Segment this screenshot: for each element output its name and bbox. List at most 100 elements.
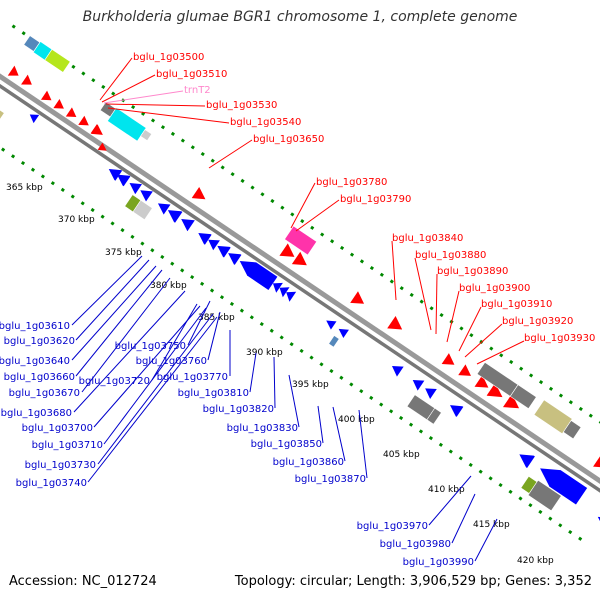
kbp-tick-label: 365 kbp — [6, 183, 43, 193]
reverse-gene-arrow — [228, 253, 242, 265]
cog-block — [533, 399, 573, 435]
forward-gene-arrow — [502, 393, 520, 409]
bottom-gene-label: bglu_1g03720 — [79, 376, 150, 387]
reverse-gene-arrow — [29, 114, 40, 124]
forward-gene-arrow — [191, 187, 206, 200]
label-connector — [332, 406, 346, 462]
reverse-gene-arrow — [279, 287, 290, 298]
bottom-gene-label: bglu_1g03620 — [4, 336, 75, 347]
label-connector — [97, 313, 214, 465]
forward-gene-arrow — [350, 291, 365, 304]
forward-gene-arrow — [474, 375, 489, 388]
label-connector — [71, 255, 143, 326]
label-connector — [151, 303, 198, 381]
cog-block — [140, 129, 153, 142]
bottom-gene-label: bglu_1g03770 — [157, 372, 228, 383]
bottom-gene-label: bglu_1g03710 — [32, 440, 103, 451]
reverse-gene-arrow — [198, 233, 212, 245]
kbp-tick-label: 375 kbp — [105, 248, 142, 258]
reverse-gene-arrow — [425, 388, 437, 399]
label-connector — [208, 139, 253, 169]
cog-block — [0, 109, 5, 120]
reverse-gene-arrow — [239, 260, 278, 290]
top-gene-label: bglu_1g03840 — [392, 233, 463, 244]
label-connector — [99, 57, 133, 101]
reverse-gene-arrow — [540, 468, 588, 505]
label-connector — [317, 405, 324, 444]
label-connector — [73, 290, 186, 413]
forward-gene-arrow — [387, 316, 403, 330]
kbp-tick-label: 420 kbp — [517, 556, 554, 566]
forward-gene-arrow — [291, 251, 307, 266]
label-connector — [101, 74, 156, 103]
label-connector — [464, 323, 503, 358]
label-connector — [87, 316, 218, 483]
bottom-gene-label: bglu_1g03820 — [203, 404, 274, 415]
bottom-gene-label: bglu_1g03750 — [115, 341, 186, 352]
forward-gene-arrow — [78, 115, 89, 126]
label-connector — [249, 352, 257, 393]
forward-gene-arrow — [40, 90, 52, 101]
reverse-gene-arrow — [157, 203, 171, 215]
bottom-gene-label: bglu_1g03700 — [22, 423, 93, 434]
kbp-tick-label: 370 kbp — [58, 215, 95, 225]
bottom-gene-label: bglu_1g03660 — [4, 372, 75, 383]
feature-layer — [0, 35, 600, 522]
reverse-gene-arrow — [286, 291, 297, 302]
label-connector — [75, 259, 150, 341]
backbone-line — [0, 73, 600, 484]
bottom-gene-label: bglu_1g03640 — [0, 356, 70, 367]
forward-gene-arrow — [53, 99, 64, 109]
cog-block — [284, 225, 318, 256]
top-gene-label: bglu_1g03920 — [502, 316, 573, 327]
label-connector — [273, 356, 276, 409]
label-connector — [207, 311, 221, 361]
kbp-tick-label: 380 kbp — [150, 281, 187, 291]
forward-gene-arrow — [486, 383, 503, 398]
top-gene-label: bglu_1g03540 — [230, 117, 301, 128]
backbone-line — [0, 83, 600, 493]
bottom-gene-label: bglu_1g03830 — [227, 423, 298, 434]
top-gene-label: bglu_1g03880 — [415, 250, 486, 261]
bottom-gene-label: bglu_1g03870 — [295, 474, 366, 485]
label-connector — [414, 257, 432, 331]
accession-text: Accession: NC_012724 — [9, 574, 157, 589]
top-gene-label: trnT2 — [184, 85, 211, 96]
kbp-tick-label: 410 kbp — [428, 485, 465, 495]
label-connector — [428, 475, 472, 526]
cog-block — [562, 420, 582, 440]
reverse-gene-arrow — [108, 169, 123, 181]
reverse-gene-arrow — [338, 328, 349, 339]
cog-block — [328, 335, 340, 348]
label-connector — [288, 374, 300, 428]
bottom-gene-label: bglu_1g03970 — [357, 521, 428, 532]
top-gene-label: bglu_1g03500 — [133, 52, 204, 63]
kbp-tick-label: 405 kbp — [383, 450, 420, 460]
label-connector — [290, 182, 316, 229]
label-connector — [295, 199, 340, 232]
reverse-gene-arrow — [167, 210, 183, 223]
reverse-gene-arrow — [412, 380, 425, 391]
forward-gene-arrow — [97, 142, 107, 151]
forward-gene-arrow — [65, 107, 77, 118]
label-connector — [476, 340, 525, 365]
reverse-gene-arrow — [597, 516, 600, 522]
label-connector — [103, 307, 207, 445]
backbone-layer — [0, 73, 600, 493]
label-connector — [474, 518, 498, 562]
forward-gene-arrow — [90, 124, 103, 135]
bottom-gene-label: bglu_1g03860 — [273, 457, 344, 468]
forward-gene-arrow — [441, 353, 455, 365]
cog-block — [509, 384, 537, 410]
kbp-tick-label: 395 kbp — [292, 380, 329, 390]
top-gene-label: bglu_1g03530 — [206, 100, 277, 111]
top-gene-label: bglu_1g03790 — [340, 194, 411, 205]
forward-gene-arrow — [279, 243, 295, 257]
label-connector — [105, 103, 206, 107]
cog-block — [426, 407, 442, 425]
bottom-gene-label: bglu_1g03810 — [178, 388, 249, 399]
cog-block — [132, 199, 153, 221]
reverse-gene-arrow — [392, 366, 404, 377]
forward-gene-arrow — [458, 364, 471, 376]
